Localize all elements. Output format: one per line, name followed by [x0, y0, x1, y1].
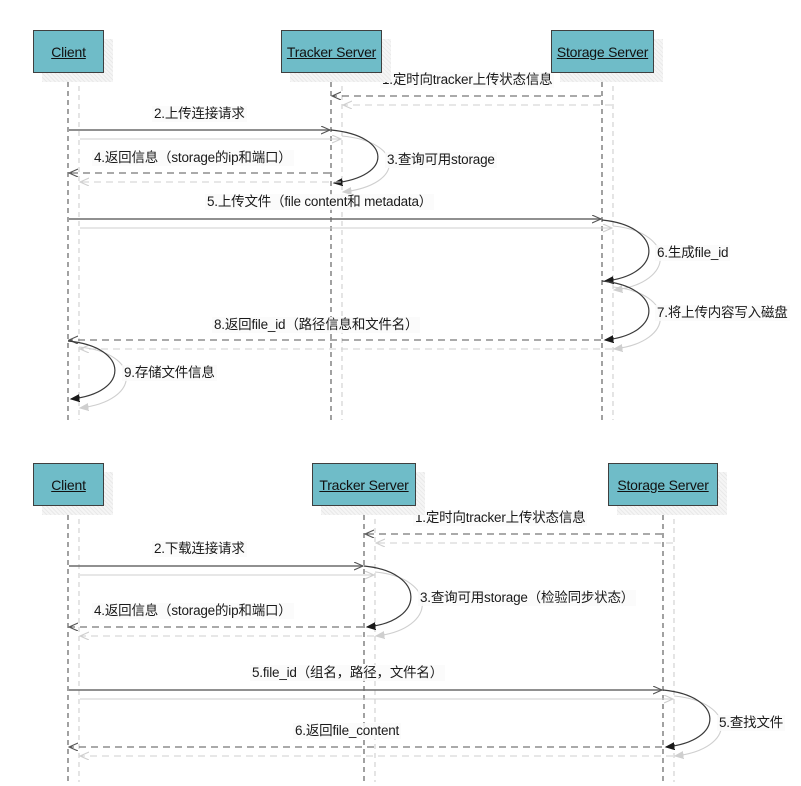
message-label-download-2: 2.下载连接请求 [152, 541, 247, 557]
message-download-3-ghost [375, 571, 423, 636]
actor-label-download-storage: Storage Server [617, 476, 709, 493]
message-upload-3-ghost [342, 135, 390, 192]
message-upload-3-self-arrow[interactable] [330, 129, 379, 183]
actor-label-upload-client: Client [51, 43, 86, 60]
message-upload-7-self-arrow[interactable] [601, 280, 650, 340]
message-upload-9-self-arrow[interactable] [67, 340, 116, 399]
actor-upload-tracker[interactable]: Tracker Server [281, 30, 382, 73]
message-label-upload-9: 9.存储文件信息 [122, 365, 217, 381]
message-label-download-5: 5.file_id（组名，路径，文件名） [250, 665, 446, 681]
message-label-upload-4: 4.返回信息（storage的ip和端口） [92, 150, 294, 166]
message-label-upload-2: 2.上传连接请求 [152, 106, 247, 122]
actor-label-upload-tracker: Tracker Server [286, 43, 377, 60]
actor-label-download-tracker: Tracker Server [319, 476, 409, 493]
message-label-upload-8: 8.返回file_id（路径信息和文件名） [212, 317, 421, 333]
actor-upload-client[interactable]: Client [33, 30, 104, 73]
message-upload-6-ghost [613, 225, 661, 290]
message-label-download-6: 6.返回file_content [293, 723, 402, 739]
message-upload-7-ghost [613, 286, 661, 349]
message-label-download-3: 3.查询可用storage（检验同步状态） [418, 590, 637, 606]
actor-download-client[interactable]: Client [33, 463, 104, 506]
message-label-upload-3: 3.查询可用storage [385, 152, 497, 168]
message-download-3-self-arrow[interactable] [363, 565, 412, 627]
message-download-5b-ghost [674, 695, 722, 756]
actor-label-upload-storage: Storage Server [556, 43, 649, 60]
actor-upload-storage[interactable]: Storage Server [551, 30, 654, 73]
message-label-download-4: 4.返回信息（storage的ip和端口） [92, 603, 294, 619]
message-label-upload-7: 7.将上传内容写入磁盘 [655, 305, 790, 321]
message-label-upload-6: 6.生成file_id [655, 245, 731, 261]
actor-label-download-client: Client [51, 476, 86, 493]
message-download-5b-self-arrow[interactable] [662, 689, 711, 747]
message-label-download-1: 1.定时向tracker上传状态信息 [413, 510, 588, 526]
actor-download-tracker[interactable]: Tracker Server [312, 463, 416, 506]
message-upload-6-self-arrow[interactable] [601, 219, 650, 281]
message-label-upload-5: 5.上传文件（file content和 metadata） [205, 194, 435, 210]
message-label-download-5b: 5.查找文件 [717, 715, 786, 731]
message-label-upload-1: 1.定时向tracker上传状态信息 [380, 72, 555, 88]
message-upload-9-ghost [79, 346, 127, 408]
actor-download-storage[interactable]: Storage Server [608, 463, 718, 506]
